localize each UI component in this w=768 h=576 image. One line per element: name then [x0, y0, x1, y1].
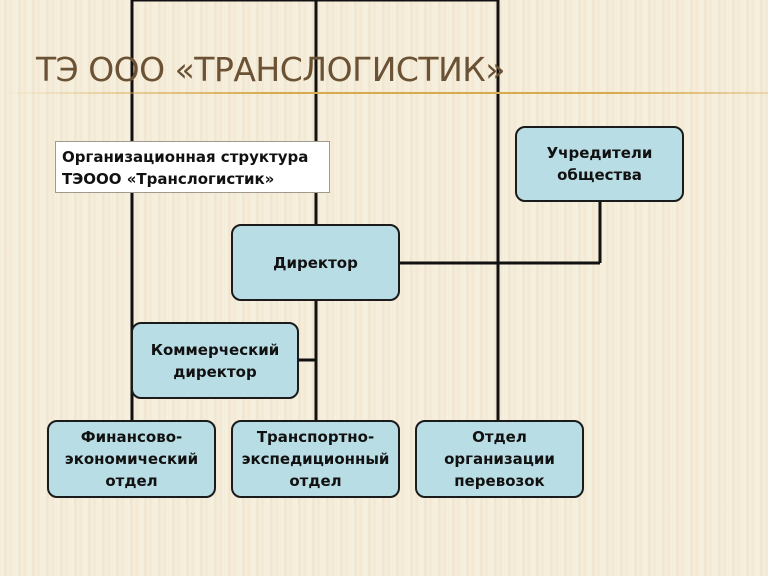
node-owners: Учредители общества [515, 126, 684, 202]
page-title: ТЭ ООО «ТРАНСЛОГИСТИК» [36, 50, 505, 89]
node-transit-department-label: Отдел организации перевозок [444, 428, 555, 490]
node-transport-department: Транспортно-экспедиционный отдел [231, 420, 400, 498]
node-transport-department-label: Транспортно-экспедиционный отдел [241, 428, 390, 490]
node-finance-department-label: Финансово-экономический отдел [64, 428, 199, 490]
title-underline [0, 92, 768, 94]
node-transit-department: Отдел организации перевозок [415, 420, 584, 498]
node-owners-label: Учредители общества [546, 144, 653, 184]
caption-box [55, 141, 330, 193]
node-director: Директор [231, 224, 400, 301]
node-finance-department: Финансово-экономический отдел [47, 420, 216, 498]
node-director-label: Директор [273, 253, 358, 272]
diagram-caption: Организационная структура ТЭООО «Трансло… [62, 148, 309, 188]
node-commercial-director: Коммерческий директор [131, 322, 299, 399]
node-commercial-director-label: Коммерческий директор [150, 340, 280, 381]
